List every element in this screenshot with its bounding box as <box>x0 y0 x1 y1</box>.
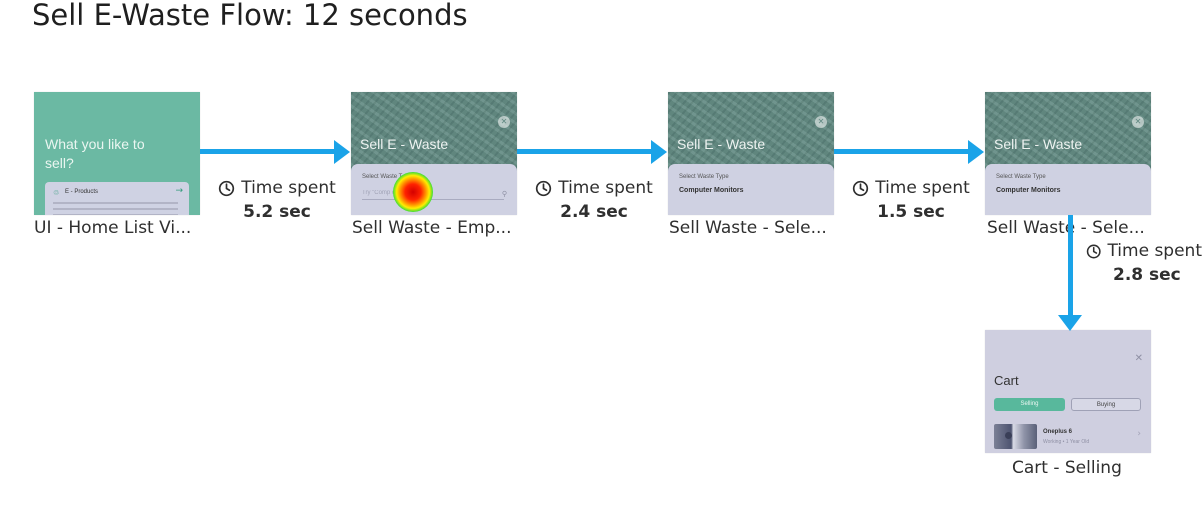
flow-connector <box>1068 215 1073 317</box>
screen-thumbnail-sell-waste-empty[interactable]: ✕ Sell E - Waste Select Waste T Try "Com… <box>351 92 517 215</box>
close-icon: ✕ <box>1132 116 1144 128</box>
product-card-description <box>53 202 178 215</box>
screen-heading: Sell E - Waste <box>360 136 449 152</box>
screen-caption: Cart - Selling <box>1012 458 1122 478</box>
close-icon: ✕ <box>815 116 827 128</box>
field-label: Select Waste Type <box>679 174 729 180</box>
time-spent-label: Time spent 5.2 sec <box>202 178 352 222</box>
waste-type-panel: Select Waste Type Computer Monitors <box>985 164 1151 215</box>
selected-waste-type: Computer Monitors <box>679 187 744 194</box>
field-label: Select Waste Type <box>996 174 1046 180</box>
close-icon: ✕ <box>498 116 510 128</box>
recycle-icon: ♲ <box>53 189 60 197</box>
tab-buying: Buying <box>1071 398 1141 411</box>
selected-waste-type: Computer Monitors <box>996 187 1061 194</box>
cart-item-subtitle: Working • 1 Year Old <box>1043 439 1090 445</box>
flow-connector <box>200 149 336 154</box>
flow-connector <box>517 149 653 154</box>
field-label: Select Waste T <box>362 174 403 180</box>
clock-icon <box>219 180 235 196</box>
time-spent-label: Time spent 1.5 sec <box>836 178 986 222</box>
time-spent-text: Time spent <box>875 178 970 198</box>
screen-caption: Sell Waste - Sele... <box>669 218 827 238</box>
time-spent-value: 2.4 sec <box>560 202 628 222</box>
screen-caption: Sell Waste - Emp... <box>352 218 512 238</box>
cart-item-name: Oneplus 6 <box>1043 429 1073 435</box>
arrow-head-icon <box>651 140 667 164</box>
arrow-head-icon <box>968 140 984 164</box>
screen-caption: UI - Home List Vi... <box>34 218 192 238</box>
waste-type-panel: Select Waste T Try "Comp ods, Bulbs" etc… <box>351 164 517 215</box>
time-spent-text: Time spent <box>558 178 653 198</box>
product-thumbnail <box>994 424 1037 449</box>
search-icon: ⚲ <box>501 190 507 198</box>
screen-heading: Sell E - Waste <box>994 136 1083 152</box>
page-title: Sell E-Waste Flow: 12 seconds <box>32 0 468 32</box>
time-spent-text: Time spent <box>1107 241 1202 261</box>
arrow-head-icon <box>334 140 350 164</box>
waste-type-panel: Select Waste Type Computer Monitors <box>668 164 834 215</box>
close-icon: ✕ <box>1134 353 1143 364</box>
screen-thumbnail-sell-waste-selected-2[interactable]: ✕ Sell E - Waste Select Waste Type Compu… <box>985 92 1151 215</box>
screen-heading: Sell E - Waste <box>677 136 766 152</box>
time-spent-text: Time spent <box>241 178 336 198</box>
product-card-label: E - Products <box>65 189 99 195</box>
time-spent-value: 1.5 sec <box>877 202 945 222</box>
screen-thumbnail-sell-waste-selected[interactable]: ✕ Sell E - Waste Select Waste Type Compu… <box>668 92 834 215</box>
arrow-right-icon: → <box>175 186 183 196</box>
screen-thumbnail-cart[interactable]: ✕ Cart Selling Buying Oneplus 6 Working … <box>985 330 1151 453</box>
time-spent-label: Time spent 2.4 sec <box>519 178 669 222</box>
product-card: ♲ E - Products → <box>45 182 189 215</box>
clock-icon <box>853 180 869 196</box>
clock-icon <box>1086 244 1101 258</box>
screen-heading: What you like to sell? <box>45 136 145 171</box>
time-spent-value: 2.8 sec <box>1113 265 1181 285</box>
flow-connector <box>834 149 970 154</box>
play-icon <box>1005 432 1012 439</box>
clock-icon <box>536 180 552 196</box>
click-heatmap-spot <box>393 172 433 212</box>
waste-search-placeholder: Try "Comp ods, Bulbs" etc <box>362 190 504 200</box>
arrow-head-icon <box>1058 315 1082 331</box>
screen-thumbnail-home[interactable]: What you like to sell? ♲ E - Products → <box>34 92 200 215</box>
chevron-right-icon: › <box>1137 429 1141 439</box>
time-spent-label: Time spent 2.8 sec <box>1076 241 1202 285</box>
screen-caption: Sell Waste - Sele... <box>987 218 1145 238</box>
tab-selling: Selling <box>994 398 1065 411</box>
time-spent-value: 5.2 sec <box>243 202 311 222</box>
screen-heading: Cart <box>994 373 1019 388</box>
